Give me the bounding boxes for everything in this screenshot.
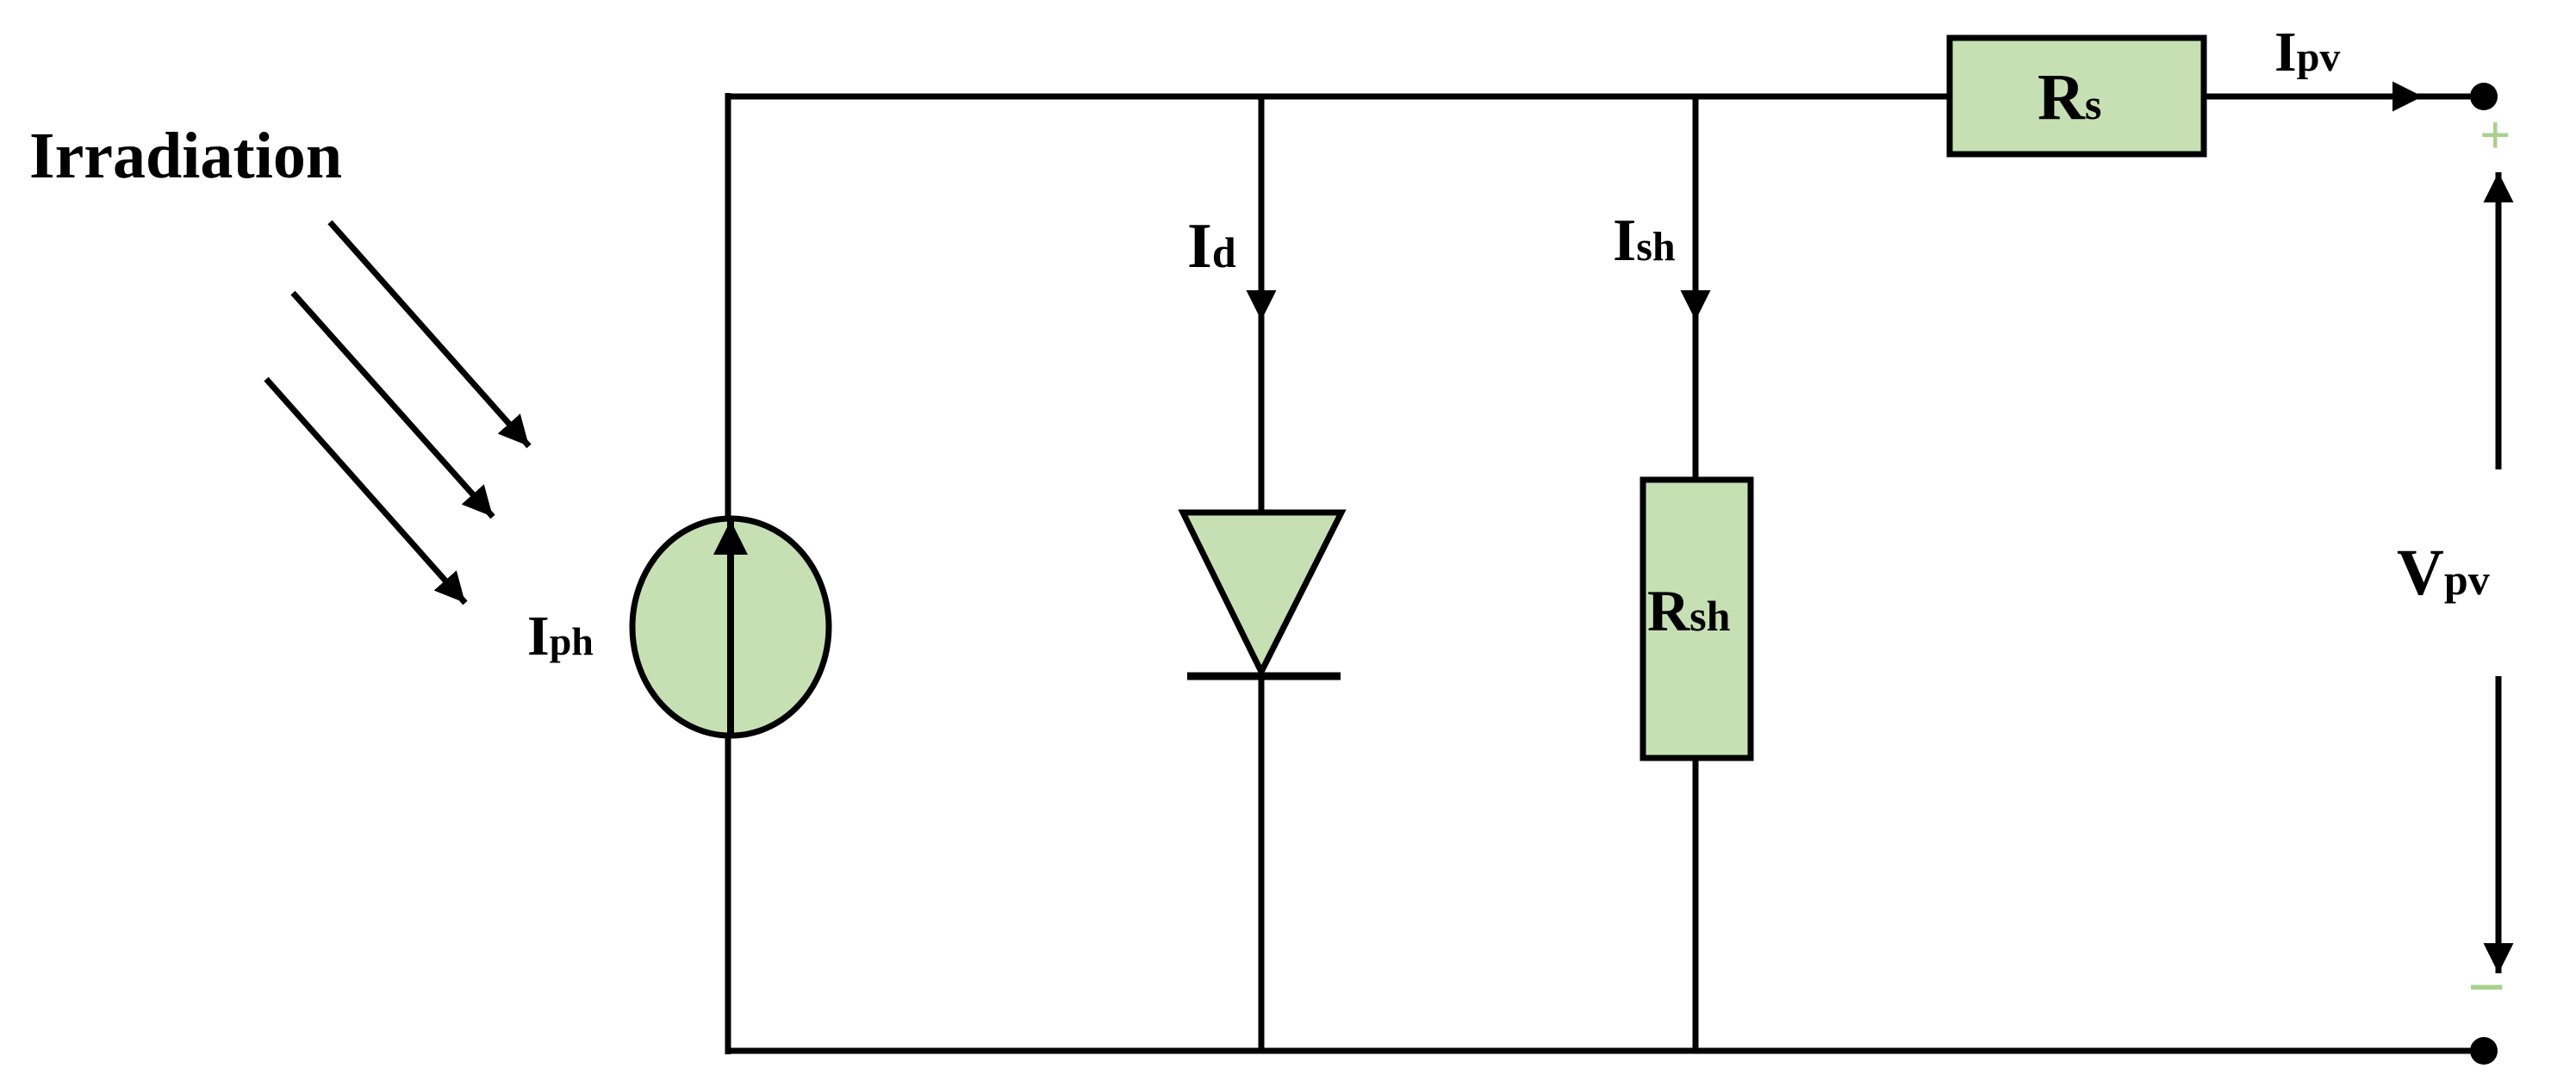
plus-sign: + [2480, 104, 2511, 165]
negative-terminal [2470, 1037, 2498, 1065]
series-resistor [1946, 34, 2207, 158]
diode [1178, 509, 1347, 680]
current-arrows [1246, 81, 2423, 320]
current-source-iph [629, 515, 832, 739]
irradiation-ray-3 [264, 376, 468, 606]
positive-terminal [2470, 83, 2498, 110]
id-label: Id [1187, 211, 1236, 282]
diode-triangle [1178, 509, 1347, 679]
vpv-label: Vpv [2397, 537, 2490, 609]
iph-label: Iph [527, 605, 594, 668]
irradiation-ray-1 [327, 220, 532, 449]
irradiation-label: Irradiation [29, 120, 342, 192]
irradiation-rays [264, 220, 532, 606]
ipv-label: Ipv [2274, 21, 2340, 84]
wires [725, 93, 2480, 1054]
minus-sign: − [2467, 949, 2505, 1024]
irradiation-ray-2 [290, 290, 495, 519]
rsh-label: Rsh [1647, 578, 1731, 643]
shunt-resistor [1640, 476, 1754, 761]
ish-label: Ish [1613, 208, 1676, 274]
rs-label: Rs [2038, 61, 2101, 134]
